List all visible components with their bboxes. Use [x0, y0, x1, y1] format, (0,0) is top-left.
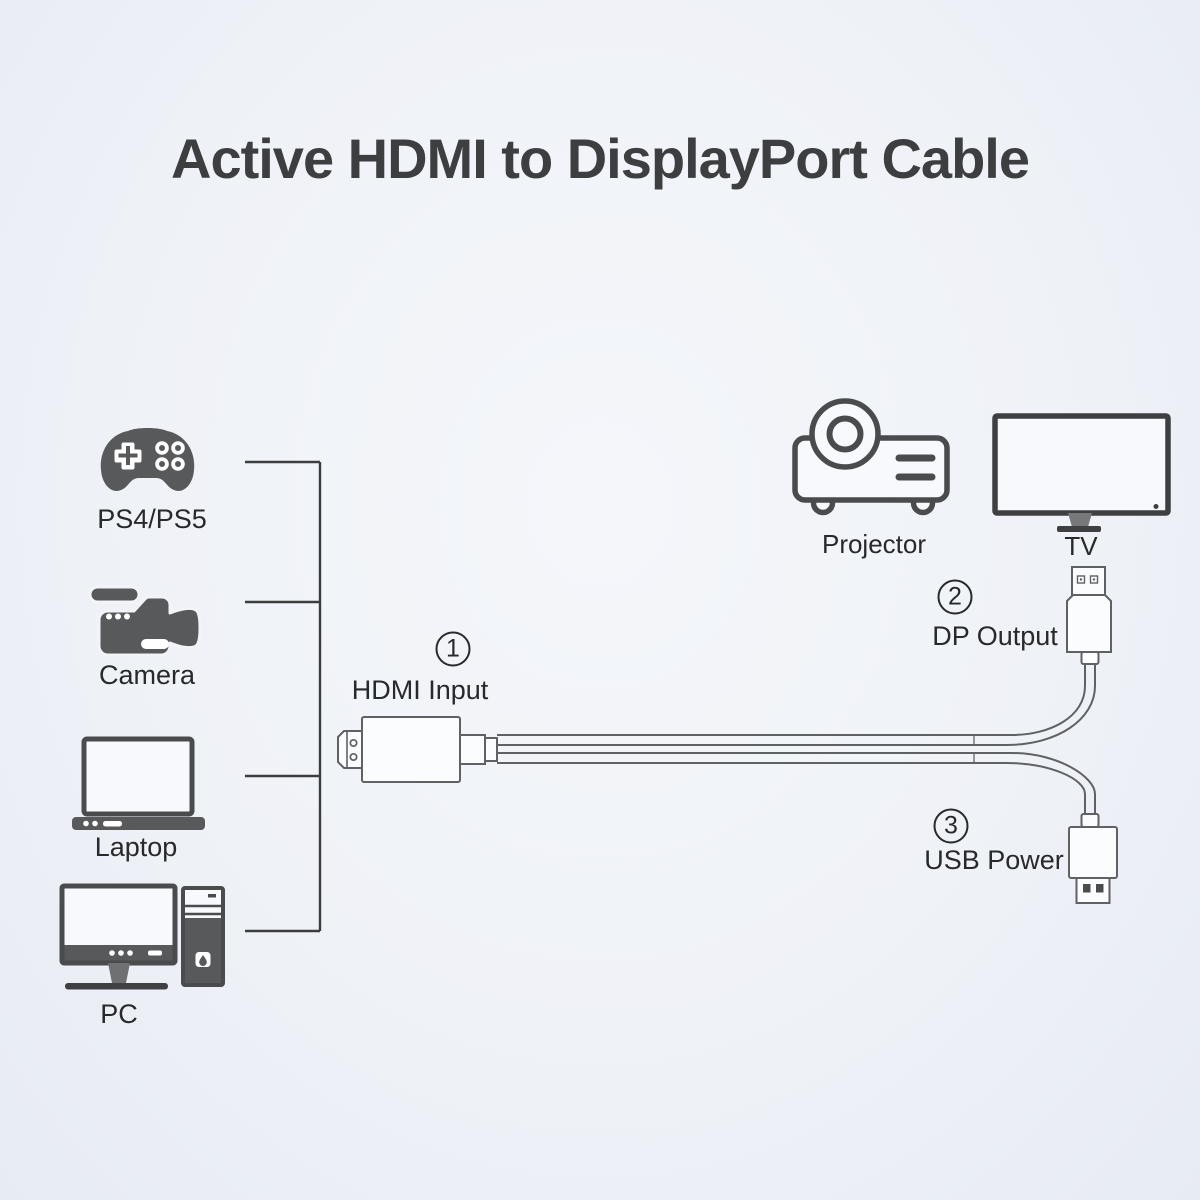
- callout-2-badge: 2: [937, 579, 973, 615]
- hdmi-plug-tip: [337, 730, 363, 769]
- hdmi-neck: [459, 734, 486, 765]
- label-tv: TV: [1064, 531, 1098, 561]
- usb-neck: [1080, 813, 1100, 828]
- dp-pin-dot-right: [1092, 578, 1096, 581]
- callout-3-badge: 3: [933, 808, 969, 844]
- video-camera-icon: [88, 585, 202, 657]
- pc-tower-lower: [185, 918, 221, 983]
- usb-metal-shell: [1075, 877, 1111, 904]
- camera-indicator-dots: [106, 613, 130, 620]
- dp-pin-hole-right: [1089, 575, 1099, 584]
- camera-handle: [88, 585, 141, 604]
- hdmi-body: [361, 716, 461, 783]
- projector-lens-outer: [809, 398, 881, 470]
- usb-connector: [1068, 813, 1118, 904]
- tv-stand-base: [1057, 526, 1101, 532]
- dp-body: [1066, 594, 1112, 653]
- hdmi-plug-screw-bottom: [349, 752, 358, 762]
- tv-screen: [992, 413, 1171, 516]
- hdmi-connector: [337, 716, 498, 783]
- page-title: Active HDMI to DisplayPort Cable: [171, 127, 1030, 190]
- dp-pin-dot-left: [1079, 578, 1083, 581]
- pc-keyboard: [65, 983, 168, 990]
- tv-stand-neck: [1068, 513, 1092, 527]
- projector-lens-inner: [826, 415, 864, 453]
- callout-1-badge: 1: [435, 631, 471, 667]
- dp-neck: [1080, 651, 1100, 665]
- laptop-base-slot: [103, 821, 122, 827]
- pc-monitor-stand: [108, 963, 130, 983]
- projector-icon: [792, 398, 950, 516]
- usb-pin-hole-right: [1096, 884, 1104, 893]
- cable-upper-branch: [497, 664, 1086, 736]
- dp-pin-hole-left: [1076, 575, 1086, 584]
- pc-bezel-slot: [148, 950, 162, 956]
- laptop-base-dot-2: [92, 820, 98, 827]
- pc-bezel-dots: [109, 950, 133, 956]
- tv-icon: [992, 413, 1171, 532]
- label-pc: PC: [100, 999, 138, 1029]
- cable-lower-branch: [497, 752, 1096, 816]
- usb-pin-hole-left: [1083, 884, 1091, 893]
- label-dp-output: DP Output: [932, 621, 1058, 651]
- laptop-base-dot-1: [83, 820, 89, 827]
- label-laptop: Laptop: [94, 832, 178, 862]
- label-camera: Camera: [98, 660, 196, 690]
- label-ps4-ps5: PS4/PS5: [97, 504, 207, 534]
- camera-slot: [141, 639, 169, 649]
- camera-body: [97, 595, 202, 657]
- tv-power-led: [1153, 504, 1159, 509]
- source-bracket-lines: [245, 460, 322, 933]
- laptop-base: [72, 817, 205, 830]
- game-controller-icon: [100, 428, 195, 491]
- controller-dpad-center: [118, 446, 138, 465]
- pc-tower-drive-lines: [183, 904, 223, 916]
- controller-buttons: [155, 441, 185, 471]
- dp-connector: [1066, 566, 1112, 665]
- cable-lower-branch-outline: [497, 762, 1086, 816]
- hdmi-strain-relief: [484, 737, 498, 762]
- label-projector: Projector: [821, 529, 927, 559]
- laptop-icon: [72, 736, 205, 830]
- cable-upper-branch-outline: [497, 664, 1096, 746]
- projector-vents: [895, 454, 936, 481]
- usb-body: [1068, 826, 1118, 879]
- desktop-pc-icon: [59, 883, 225, 990]
- hdmi-plug-screw-top: [349, 738, 358, 748]
- label-hdmi-input: HDMI Input: [351, 675, 489, 705]
- pc-tower-emblem-drop: [199, 955, 207, 966]
- laptop-screen: [81, 736, 195, 817]
- cable: [497, 664, 1096, 816]
- label-usb-power: USB Power: [924, 845, 1064, 875]
- pc-tower-vent-dash: [208, 894, 216, 898]
